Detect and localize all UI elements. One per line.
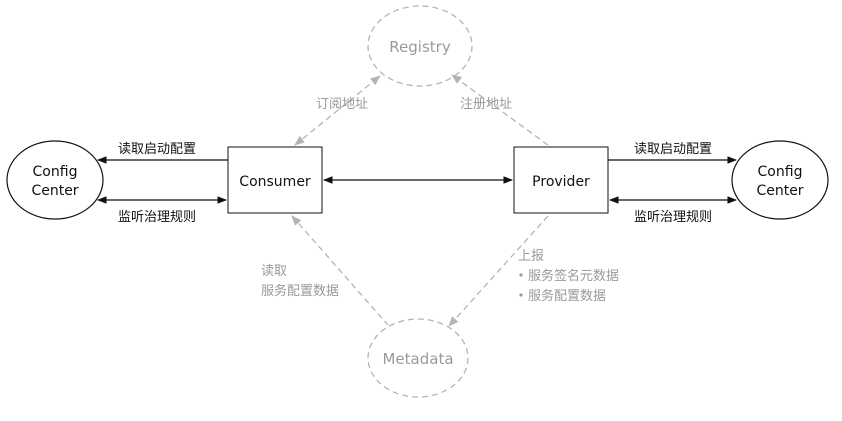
bullet-icon bbox=[519, 293, 523, 297]
subscribe-label: 订阅地址 bbox=[316, 97, 368, 112]
consumer-metadata-arrow bbox=[291, 215, 389, 326]
metadata-node: Metadata bbox=[367, 318, 469, 398]
config-center-left-line1: Config bbox=[33, 164, 78, 180]
consumer-metadata-label-line2: 服务配置数据 bbox=[261, 283, 339, 299]
bullet-icon bbox=[519, 273, 523, 277]
config-center-right-node: Config Center bbox=[731, 140, 829, 220]
consumer-registry-arrow bbox=[294, 75, 381, 146]
registry-label: Registry bbox=[389, 38, 451, 56]
right-read-startup-label: 读取启动配置 bbox=[634, 142, 712, 157]
consumer-node: Consumer bbox=[227, 146, 323, 214]
config-center-left-node: Config Center bbox=[6, 140, 104, 220]
provider-report-title: 上报 bbox=[518, 249, 544, 264]
provider-report-item-1: 服务签名元数据 bbox=[528, 268, 619, 284]
registry-node: Registry bbox=[367, 5, 473, 87]
provider-report-item-2: 服务配置数据 bbox=[528, 288, 606, 304]
consumer-metadata-label-line1: 读取 bbox=[261, 264, 287, 279]
metadata-label: Metadata bbox=[382, 350, 453, 368]
config-center-left-line2: Center bbox=[31, 183, 78, 199]
config-center-right-line2: Center bbox=[756, 183, 803, 199]
consumer-label: Consumer bbox=[239, 174, 311, 190]
right-watch-rules-label: 监听治理规则 bbox=[634, 210, 712, 225]
left-read-startup-label: 读取启动配置 bbox=[118, 142, 196, 157]
provider-label: Provider bbox=[532, 174, 590, 190]
provider-node: Provider bbox=[513, 146, 609, 214]
left-watch-rules-label: 监听治理规则 bbox=[118, 210, 196, 225]
register-label: 注册地址 bbox=[460, 97, 512, 112]
config-center-right-line1: Config bbox=[758, 164, 803, 180]
provider-metadata-arrow bbox=[448, 215, 549, 327]
